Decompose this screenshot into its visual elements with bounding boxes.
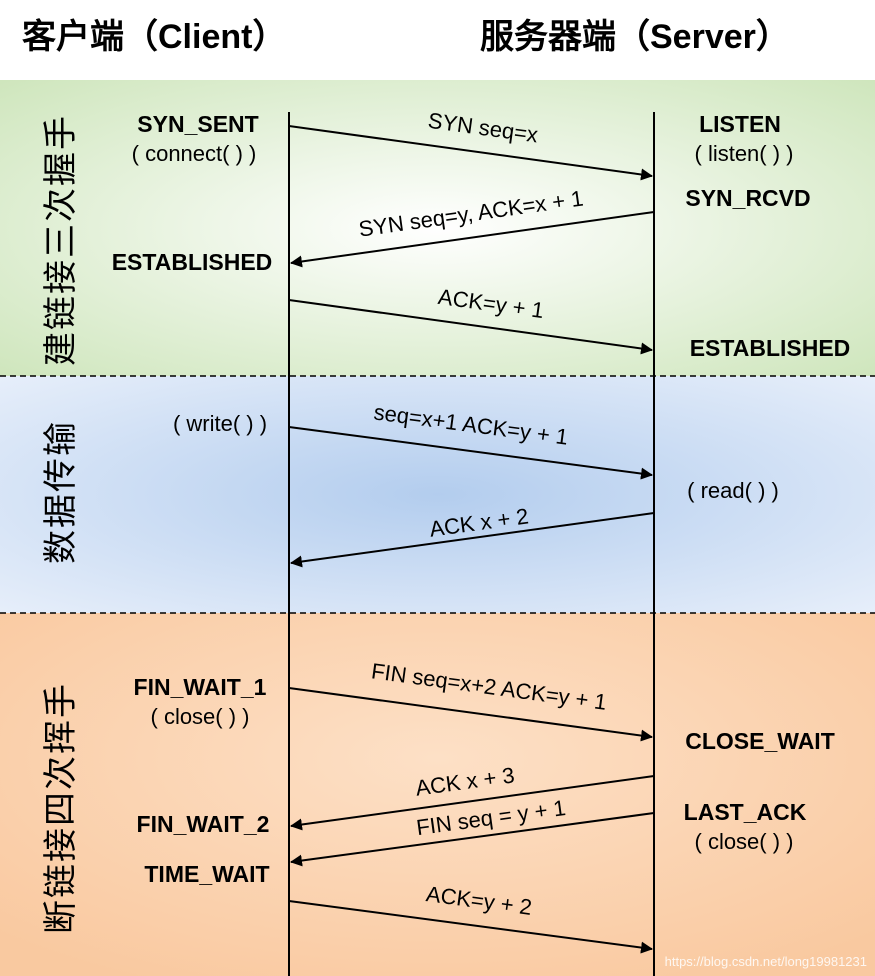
- transfer-band: [0, 376, 875, 613]
- phase-transfer-label: 数据传输: [41, 420, 81, 564]
- client-call-write: ( write( ) ): [173, 411, 267, 436]
- client-state-syn-sent: SYN_SENT: [137, 111, 258, 137]
- arrow-ack: [288, 299, 653, 355]
- server-call-read: ( read( ) ): [687, 478, 779, 503]
- handshake-band: [0, 80, 875, 376]
- server-call-close: ( close( ) ): [695, 829, 794, 854]
- server-state-established: ESTABLISHED: [690, 335, 851, 361]
- client-state-time-wait: TIME_WAIT: [144, 861, 269, 887]
- client-state-established: ESTABLISHED: [112, 249, 273, 275]
- arrow-final-ack: [288, 900, 653, 954]
- watermark-text: https://blog.csdn.net/long19981231: [665, 954, 867, 969]
- arrow-syn-ack: [290, 211, 655, 268]
- server-header: 服务器端（Server）: [480, 17, 790, 56]
- arrow-data: [288, 426, 653, 480]
- client-state-fin-wait-1: FIN_WAIT_1: [134, 674, 267, 700]
- arrow-data-ack: [290, 512, 655, 568]
- client-state-fin-wait-2: FIN_WAIT_2: [137, 811, 270, 837]
- server-state-close-wait: CLOSE_WAIT: [685, 728, 835, 754]
- arrow-fin: [288, 687, 653, 742]
- client-call-close: ( close( ) ): [151, 704, 250, 729]
- arrow-syn: [288, 125, 653, 181]
- phase-handshake-label: 建链接三次握手: [41, 114, 81, 366]
- arrow-server-fin: [290, 812, 655, 867]
- server-state-listen: LISTEN: [699, 111, 781, 137]
- server-state-syn-rcvd: SYN_RCVD: [685, 185, 810, 211]
- phase-wave-label: 断链接四次挥手: [41, 682, 81, 934]
- server-state-last-ack: LAST_ACK: [684, 799, 807, 825]
- client-header: 客户端（Client）: [22, 17, 286, 56]
- client-call-connect: ( connect( ) ): [132, 141, 257, 166]
- arrow-fin-ack: [290, 775, 655, 831]
- server-call-listen: ( listen( ) ): [695, 141, 794, 166]
- wave-band: [0, 613, 875, 976]
